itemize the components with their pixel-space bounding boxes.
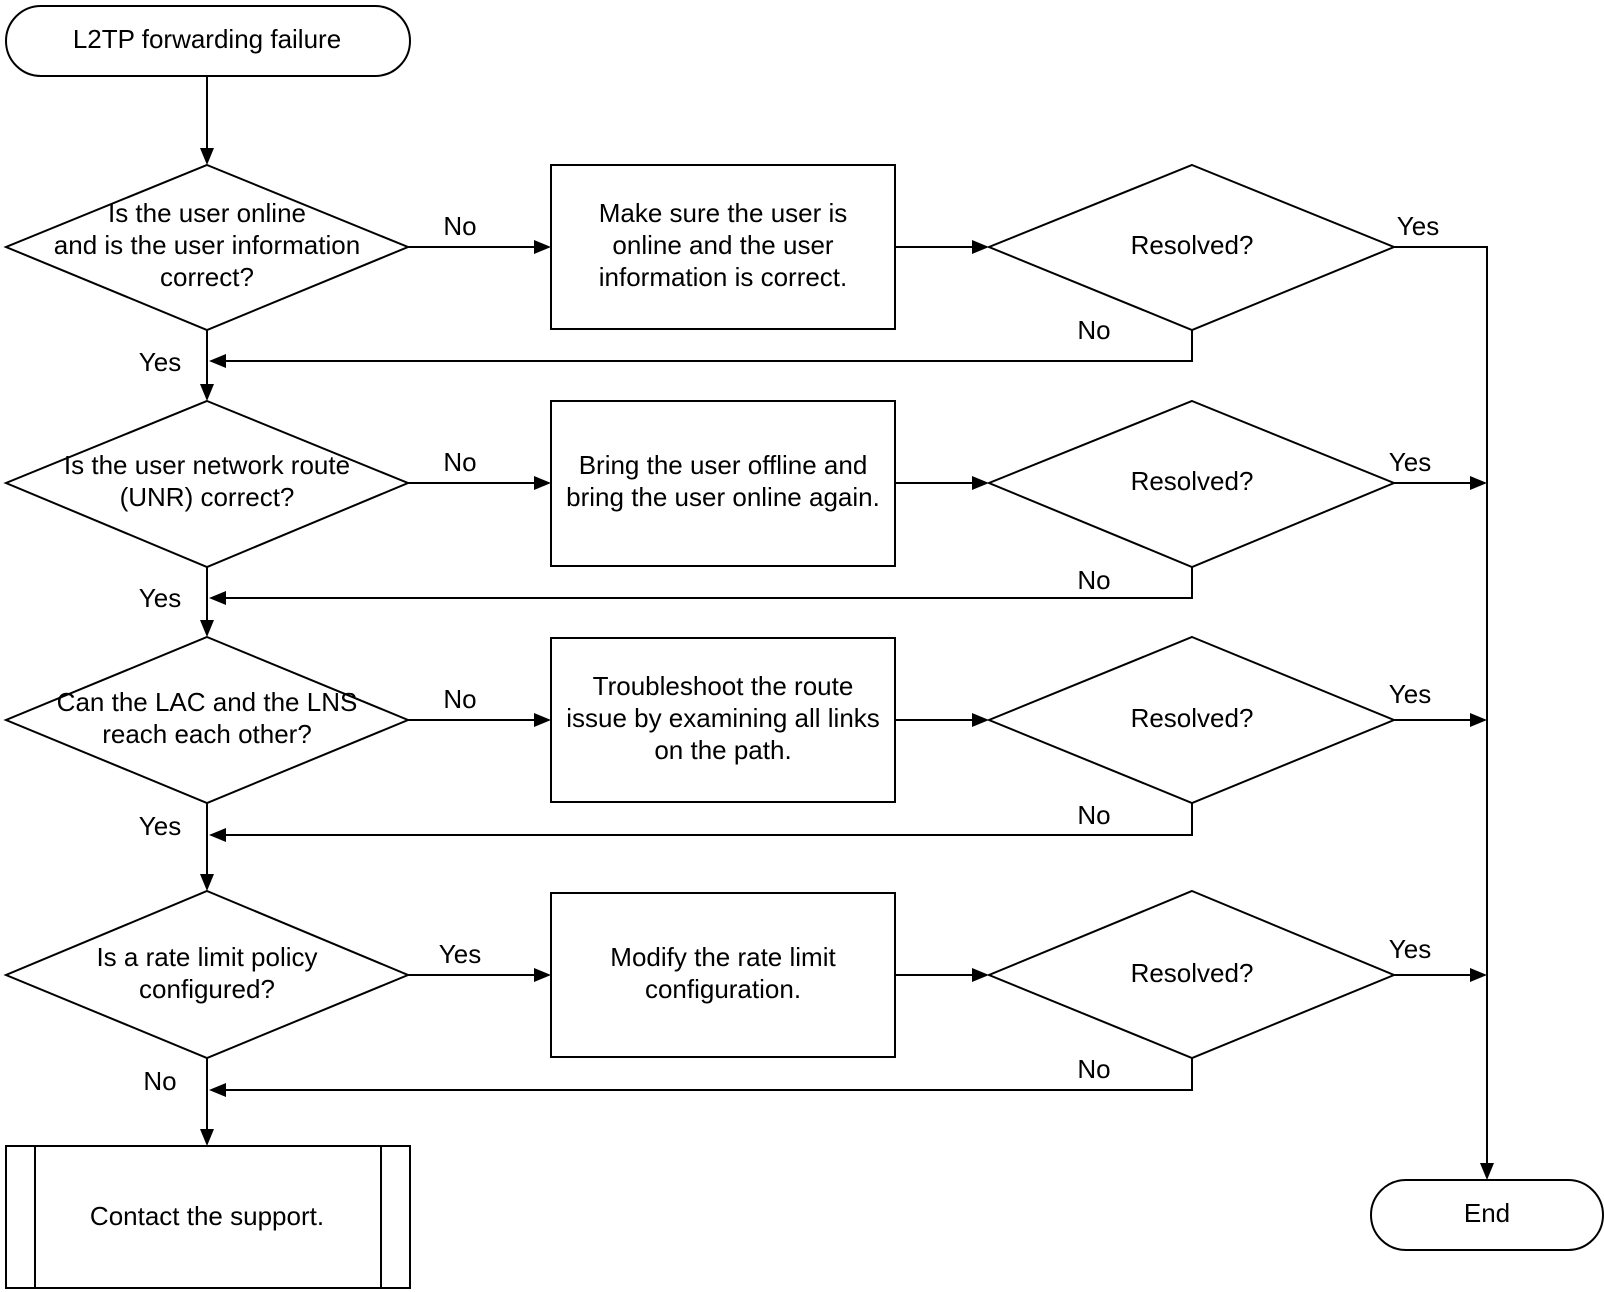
- connector-resolved-3-no: [224, 803, 1193, 836]
- arrowhead: [200, 874, 214, 891]
- decision-user-online-line-1: Is the user online: [108, 198, 306, 228]
- arrowhead: [972, 713, 989, 727]
- action-reconnect-line-2: bring the user online again.: [566, 482, 880, 512]
- arrowhead: [972, 476, 989, 490]
- start-label: L2TP forwarding failure: [73, 24, 341, 54]
- check-3-yes-label: Yes: [139, 811, 181, 841]
- branch-label-check-2: No: [443, 447, 476, 477]
- connector-resolved-1-yes-to-end: [1394, 246, 1488, 1165]
- decision-rate-limit-line-1: Is a rate limit policy: [96, 942, 317, 972]
- action-user-online-line-3: information is correct.: [599, 262, 848, 292]
- decision-lac-lns-line-1: Can the LAC and the LNS: [57, 687, 358, 717]
- action-troubleshoot-line-2: issue by examining all links: [566, 703, 880, 733]
- end-label: End: [1464, 1198, 1510, 1228]
- branch-label-check-4: Yes: [439, 939, 481, 969]
- action-box-user-online: [550, 164, 896, 330]
- arrowhead: [534, 713, 551, 727]
- arrowhead: [1470, 476, 1487, 490]
- connector-resolved-1-no: [224, 330, 1193, 362]
- arrowhead: [209, 1083, 226, 1097]
- arrowhead: [534, 240, 551, 254]
- action-user-online-line-1: Make sure the user is: [599, 198, 848, 228]
- decision-rate-limit-line-2: configured?: [139, 974, 275, 1004]
- resolved-3-yes-label: Yes: [1389, 679, 1431, 709]
- end-terminator: [1370, 1179, 1604, 1251]
- resolved-3-no-label: No: [1077, 800, 1110, 830]
- action-user-online-line-2: online and the user: [612, 230, 834, 260]
- branch-label-check-3: No: [443, 684, 476, 714]
- arrowhead: [200, 1129, 214, 1146]
- arrowhead: [209, 354, 226, 368]
- action-rate-limit-line-1: Modify the rate limit: [610, 942, 836, 972]
- arrowhead: [1480, 1163, 1494, 1180]
- resolved-3-label: Resolved?: [1131, 703, 1254, 733]
- resolved-2-no-label: No: [1077, 565, 1110, 595]
- arrowhead: [209, 591, 226, 605]
- decision-lac-lns-line-2: reach each other?: [102, 719, 312, 749]
- check-4-no-label: No: [143, 1066, 176, 1096]
- arrowhead: [200, 384, 214, 401]
- check-1-yes-label: Yes: [139, 347, 181, 377]
- arrowhead: [209, 828, 226, 842]
- arrowhead: [200, 620, 214, 637]
- action-troubleshoot-line-1: Troubleshoot the route: [593, 671, 854, 701]
- arrowhead: [534, 476, 551, 490]
- resolved-4-yes-label: Yes: [1389, 934, 1431, 964]
- decision-unr-line-1: Is the user network route: [64, 450, 350, 480]
- arrowhead: [972, 968, 989, 982]
- action-reconnect-line-1: Bring the user offline and: [579, 450, 868, 480]
- decision-unr-line-2: (UNR) correct?: [120, 482, 295, 512]
- resolved-1-no-label: No: [1077, 315, 1110, 345]
- connector-resolved-4-no: [224, 1058, 1193, 1091]
- contact-support-label: Contact the support.: [90, 1201, 324, 1231]
- check-2-yes-label: Yes: [139, 583, 181, 613]
- arrowhead: [534, 968, 551, 982]
- connector-resolved-2-no: [224, 567, 1193, 599]
- branch-label-check-1: No: [443, 211, 476, 241]
- resolved-4-no-label: No: [1077, 1054, 1110, 1084]
- arrowhead: [972, 240, 989, 254]
- arrowhead: [1470, 968, 1487, 982]
- action-box-reconnect-user: [550, 400, 896, 567]
- resolved-1-label: Resolved?: [1131, 230, 1254, 260]
- action-rate-limit-line-2: configuration.: [645, 974, 801, 1004]
- decision-user-online-line-3: correct?: [160, 262, 254, 292]
- action-box-modify-rate-limit: [550, 892, 896, 1058]
- action-troubleshoot-line-3: on the path.: [654, 735, 791, 765]
- contact-support-box: [5, 1145, 411, 1289]
- resolved-4-label: Resolved?: [1131, 958, 1254, 988]
- arrowhead: [1470, 713, 1487, 727]
- resolved-2-yes-label: Yes: [1389, 447, 1431, 477]
- resolved-2-label: Resolved?: [1131, 466, 1254, 496]
- arrowhead: [200, 148, 214, 165]
- resolved-1-yes-label: Yes: [1397, 211, 1439, 241]
- decision-user-online-line-2: and is the user information: [54, 230, 360, 260]
